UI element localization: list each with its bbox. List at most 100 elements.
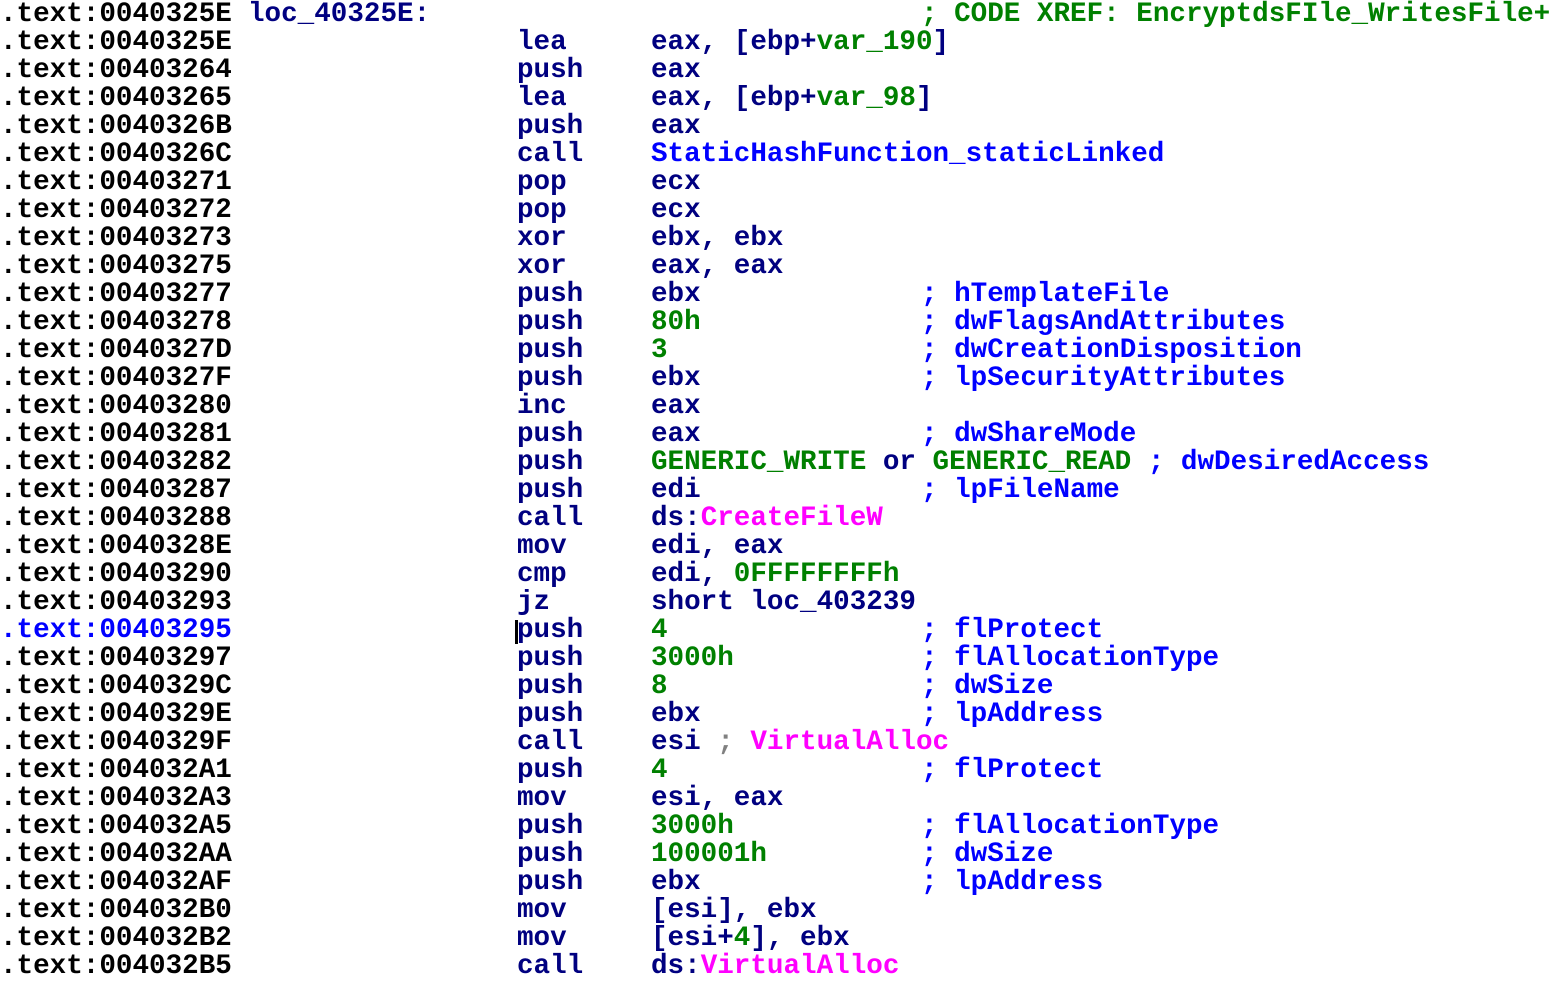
- instruction-operands[interactable]: ecx: [651, 197, 701, 225]
- operand-token[interactable]: ecx: [651, 195, 701, 226]
- line-address[interactable]: .text:00403297: [0, 643, 232, 674]
- instruction-mnemonic[interactable]: xor: [517, 251, 567, 282]
- instruction-mnemonic[interactable]: mov: [517, 895, 567, 926]
- operand-token[interactable]: edi,: [651, 559, 734, 590]
- operand-token[interactable]: GENERIC_READ: [932, 447, 1132, 478]
- line-address[interactable]: .text:0040329F: [0, 727, 232, 758]
- instruction-mnemonic[interactable]: lea: [517, 83, 567, 114]
- instruction-operands[interactable]: edi, 0FFFFFFFFh: [651, 561, 899, 589]
- line-address[interactable]: .text:00403281: [0, 419, 232, 450]
- line-address[interactable]: .text:00403280: [0, 391, 232, 422]
- instruction-mnemonic[interactable]: mov: [517, 923, 567, 954]
- operand-token[interactable]: [734, 727, 751, 758]
- operand-token[interactable]: ds:: [651, 503, 701, 534]
- operand-token[interactable]: VirtualAlloc: [700, 951, 900, 982]
- instruction-mnemonic[interactable]: push: [517, 335, 584, 366]
- operand-token[interactable]: eax: [651, 419, 701, 450]
- instruction-operands[interactable]: eax: [651, 113, 701, 141]
- instruction-operands[interactable]: ebx; hTemplateFile: [651, 281, 1169, 309]
- line-address[interactable]: .text:0040329C: [0, 671, 232, 702]
- operand-token[interactable]: 4: [733, 923, 751, 954]
- line-address[interactable]: .text:0040326C: [0, 139, 232, 170]
- line-address[interactable]: .text:00403264: [0, 55, 232, 86]
- operand-token[interactable]: 3: [651, 335, 668, 366]
- instruction-operands[interactable]: ecx: [651, 169, 701, 197]
- operand-token[interactable]: 4: [651, 615, 668, 646]
- instruction-mnemonic[interactable]: call: [517, 503, 584, 534]
- line-address[interactable]: .text:00403295: [0, 615, 232, 646]
- operand-token[interactable]: ebx: [651, 699, 701, 730]
- operand-token[interactable]: or: [866, 447, 933, 478]
- instruction-mnemonic[interactable]: push: [517, 279, 584, 310]
- line-address[interactable]: .text:004032B0: [0, 895, 232, 926]
- instruction-mnemonic[interactable]: pop: [517, 167, 567, 198]
- operand-token[interactable]: 3000h: [651, 811, 734, 842]
- operand-token[interactable]: 100001h: [651, 839, 767, 870]
- instruction-mnemonic[interactable]: push: [517, 643, 584, 674]
- operand-token[interactable]: ebx, ebx: [651, 223, 784, 254]
- instruction-mnemonic[interactable]: pop: [517, 195, 567, 226]
- operand-token[interactable]: eax: [651, 111, 701, 142]
- operand-token[interactable]: var_98: [816, 83, 916, 114]
- operand-token[interactable]: var_190: [816, 27, 933, 58]
- operand-token[interactable]: ]: [932, 27, 950, 58]
- instruction-operands[interactable]: 8; dwSize: [651, 673, 1053, 701]
- instruction-operands[interactable]: 100001h; dwSize: [651, 841, 1053, 869]
- line-address[interactable]: .text:00403293: [0, 587, 232, 618]
- operand-token[interactable]: ]: [915, 83, 933, 114]
- instruction-mnemonic[interactable]: push: [517, 699, 584, 730]
- line-address[interactable]: .text:0040325E: [0, 0, 232, 30]
- instruction-operands[interactable]: edi, eax: [651, 533, 783, 561]
- operand-token[interactable]: short loc_403239: [651, 587, 916, 618]
- operand-token[interactable]: ;: [717, 727, 734, 758]
- line-address[interactable]: .text:00403277: [0, 279, 232, 310]
- instruction-mnemonic[interactable]: xor: [517, 223, 567, 254]
- instruction-mnemonic[interactable]: lea: [517, 27, 567, 58]
- instruction-mnemonic[interactable]: push: [517, 811, 584, 842]
- operand-token[interactable]: ecx: [651, 167, 701, 198]
- instruction-operands[interactable]: [esi+4], ebx: [651, 925, 850, 953]
- line-address[interactable]: .text:004032AA: [0, 839, 232, 870]
- instruction-mnemonic[interactable]: mov: [517, 531, 567, 562]
- operand-token[interactable]: edi, eax: [651, 531, 784, 562]
- operand-token[interactable]: ds:: [651, 951, 701, 982]
- instruction-mnemonic[interactable]: push: [517, 111, 584, 142]
- line-address[interactable]: .text:004032A3: [0, 783, 232, 814]
- instruction-operands[interactable]: eax, [ebp+var_190]: [651, 29, 949, 57]
- instruction-mnemonic[interactable]: call: [517, 727, 584, 758]
- operand-token[interactable]: esi, eax: [651, 783, 784, 814]
- instruction-operands[interactable]: 3000h; flAllocationType: [651, 813, 1219, 841]
- code-label[interactable]: loc_40325E:: [248, 0, 431, 30]
- instruction-operands[interactable]: 3000h; flAllocationType: [651, 645, 1219, 673]
- instruction-mnemonic[interactable]: mov: [517, 783, 567, 814]
- operand-token[interactable]: ebx: [651, 363, 701, 394]
- instruction-operands[interactable]: esi, eax: [651, 785, 783, 813]
- instruction-operands[interactable]: eax, eax: [651, 253, 783, 281]
- operand-token[interactable]: ebx: [651, 867, 701, 898]
- instruction-operands[interactable]: 4; flProtect: [651, 757, 1103, 785]
- line-address[interactable]: .text:0040329E: [0, 699, 232, 730]
- line-address[interactable]: .text:0040325E: [0, 27, 232, 58]
- operand-token[interactable]: edi: [651, 475, 701, 506]
- line-address[interactable]: .text:00403278: [0, 307, 232, 338]
- operand-token[interactable]: [1131, 447, 1148, 478]
- instruction-mnemonic[interactable]: push: [517, 671, 584, 702]
- line-address[interactable]: .text:00403273: [0, 223, 232, 254]
- line-address[interactable]: .text:00403282: [0, 447, 232, 478]
- instruction-mnemonic[interactable]: cmp: [517, 559, 567, 590]
- line-address[interactable]: .text:00403271: [0, 167, 232, 198]
- line-address[interactable]: .text:004032A1: [0, 755, 232, 786]
- instruction-mnemonic[interactable]: push: [517, 475, 584, 506]
- instruction-mnemonic[interactable]: push: [517, 839, 584, 870]
- operand-token[interactable]: StaticHashFunction_staticLinked: [651, 139, 1165, 170]
- operand-token[interactable]: [esi+: [651, 923, 734, 954]
- operand-token[interactable]: 80h: [651, 307, 701, 338]
- instruction-mnemonic[interactable]: push: [517, 307, 584, 338]
- instruction-mnemonic[interactable]: push: [517, 755, 584, 786]
- instruction-operands[interactable]: 4; flProtect: [651, 617, 1103, 645]
- operand-token[interactable]: 8: [651, 671, 668, 702]
- instruction-operands[interactable]: 80h; dwFlagsAndAttributes: [651, 309, 1285, 337]
- line-address[interactable]: .text:0040326B: [0, 111, 232, 142]
- operand-token[interactable]: eax, [ebp+: [651, 27, 817, 58]
- instruction-mnemonic[interactable]: push: [517, 363, 584, 394]
